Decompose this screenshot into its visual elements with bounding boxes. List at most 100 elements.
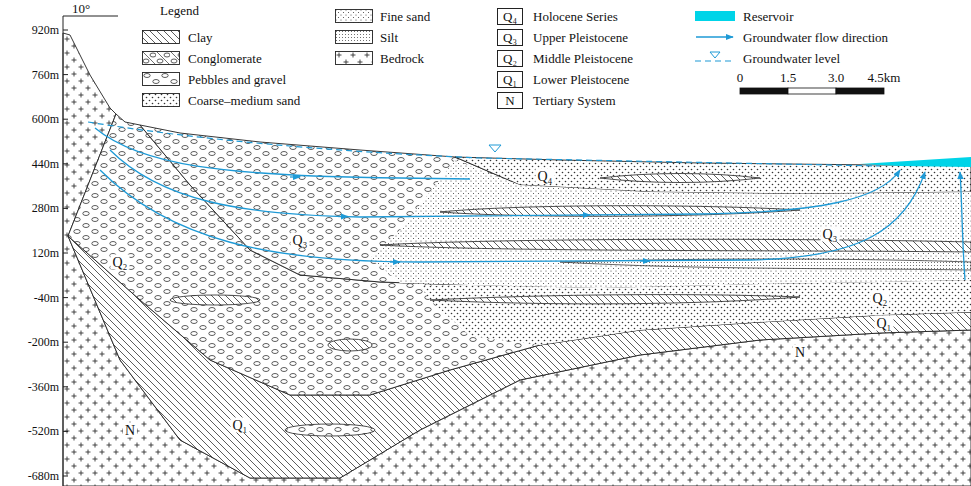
legend-swatch-fill — [143, 31, 180, 44]
elevation-label-text: -520m — [28, 424, 59, 438]
unit-code-box: N — [497, 92, 523, 109]
elevation-label-text: -680m — [28, 469, 59, 483]
clay-lens — [328, 339, 372, 351]
flow-line — [110, 150, 900, 217]
unit-label: Q₂ — [111, 255, 130, 270]
unit-label: Q₃ — [291, 233, 310, 248]
elevation-label-text: -40m — [34, 290, 59, 304]
water-level-symbol — [489, 145, 501, 152]
elevation-label: 920m — [32, 23, 59, 38]
unit-code: Q₁ — [503, 72, 517, 87]
legend-item: Silt — [335, 28, 398, 46]
flow-sample-line — [696, 36, 733, 37]
legend-text: Middle Pleistocene — [533, 51, 633, 66]
scale-bar — [836, 88, 884, 94]
legend-text: Holocene Series — [533, 9, 618, 24]
legend-title: Legend — [160, 3, 199, 18]
unit-label: N — [123, 423, 137, 438]
scale-label-text: 0 — [737, 70, 744, 85]
elevation-label: 440m — [32, 156, 59, 171]
elevation-label-text: 920m — [32, 23, 59, 37]
scale-label-text: 1.5 — [780, 70, 796, 85]
legend-text: Fine sand — [380, 9, 430, 24]
legend-swatch — [335, 9, 373, 23]
unit-label: Q₁ — [875, 316, 894, 331]
scale-label: 4.5km — [868, 70, 901, 85]
scale-bar — [740, 88, 788, 94]
legend-text: Groundwater level — [743, 51, 840, 66]
legend-text: Conglomerate — [188, 51, 262, 66]
legend-item: Reservoir — [695, 7, 794, 25]
axis-ticks — [63, 30, 68, 476]
elevation-label-text: 760m — [32, 67, 59, 81]
scale-label-text: 3.0 — [828, 70, 844, 85]
legend-swatch-fill — [143, 52, 180, 65]
elevation-label-text: 600m — [32, 112, 59, 126]
legend-swatch-fill — [336, 10, 373, 23]
legend-item: Fine sand — [335, 7, 430, 25]
elevation-label: 280m — [32, 201, 59, 216]
clay-lens — [170, 295, 260, 305]
unit-code: Q₂ — [503, 51, 517, 66]
elevation-label-text: 440m — [32, 156, 59, 170]
elevation-label: -680m — [28, 469, 59, 484]
unit-code: N — [505, 93, 514, 108]
flow-arrow — [390, 261, 400, 262]
legend-item: Bedrock — [335, 49, 424, 67]
legend-item: Conglomerate — [142, 49, 262, 67]
legend-swatch — [335, 51, 373, 65]
unit-code: Q₃ — [503, 30, 517, 45]
scale-label: 3.0 — [828, 70, 844, 85]
scale-label: 0 — [737, 70, 744, 85]
unit-code-box: Q₃ — [497, 29, 523, 46]
elevation-label-text: -360m — [28, 379, 59, 393]
unit-label-text: Q₁ — [231, 418, 250, 433]
legend-swatch-fill — [336, 31, 373, 44]
legend-text: Coarse–medium sand — [188, 93, 300, 108]
flow-arrow — [640, 260, 650, 261]
q2-sand-zone — [420, 280, 971, 345]
unit-label-text: N — [123, 423, 137, 438]
scale-bar — [788, 88, 836, 94]
legend-text: Lower Pleistocene — [533, 72, 629, 87]
level-sample-line — [695, 60, 735, 61]
elevation-label-text: 120m — [32, 246, 59, 260]
unit-label-text: Q₃ — [821, 227, 840, 242]
unit-label: Q₂ — [871, 291, 890, 306]
legend-swatch — [695, 11, 735, 21]
unit-code: Q₄ — [503, 9, 517, 24]
legend-swatch — [142, 72, 180, 86]
elevation-label: -520m — [28, 424, 59, 439]
legend-item: Clay — [142, 28, 213, 46]
flow-arrow — [290, 176, 300, 177]
elevation-label: -200m — [28, 335, 59, 350]
elevation-label-text: -200m — [28, 335, 59, 349]
legend-text: Reservoir — [743, 9, 794, 24]
clay-lens — [430, 295, 800, 304]
angle-label-text: 10° — [72, 1, 90, 16]
pebble-lens — [285, 424, 375, 436]
unit-label: Q₄ — [536, 169, 555, 184]
flow-line — [100, 170, 925, 262]
angle-label: 10° — [72, 1, 90, 16]
legend-level-sample — [695, 51, 735, 65]
legend-text: Silt — [380, 30, 398, 45]
legend-item: Coarse–medium sand — [142, 91, 300, 109]
legend-text: Upper Pleistocene — [533, 30, 628, 45]
q2-layer — [68, 114, 971, 395]
legend-text: Pebbles and gravel — [188, 72, 286, 87]
legend-swatch — [142, 30, 180, 44]
elevation-label-text: 280m — [32, 201, 59, 215]
elevation-label: 760m — [32, 67, 59, 82]
flow-line — [960, 172, 965, 280]
legend-item: Pebbles and gravel — [142, 70, 286, 88]
flow-line — [95, 128, 470, 179]
legend-swatch — [142, 51, 180, 65]
scale-label-text: 4.5km — [868, 70, 901, 85]
unit-label-text: Q₃ — [291, 233, 310, 248]
elevation-label: -40m — [34, 290, 59, 305]
q3-layer — [140, 125, 971, 288]
clay-lens — [600, 174, 760, 183]
legend-item: Groundwater level — [695, 49, 840, 67]
